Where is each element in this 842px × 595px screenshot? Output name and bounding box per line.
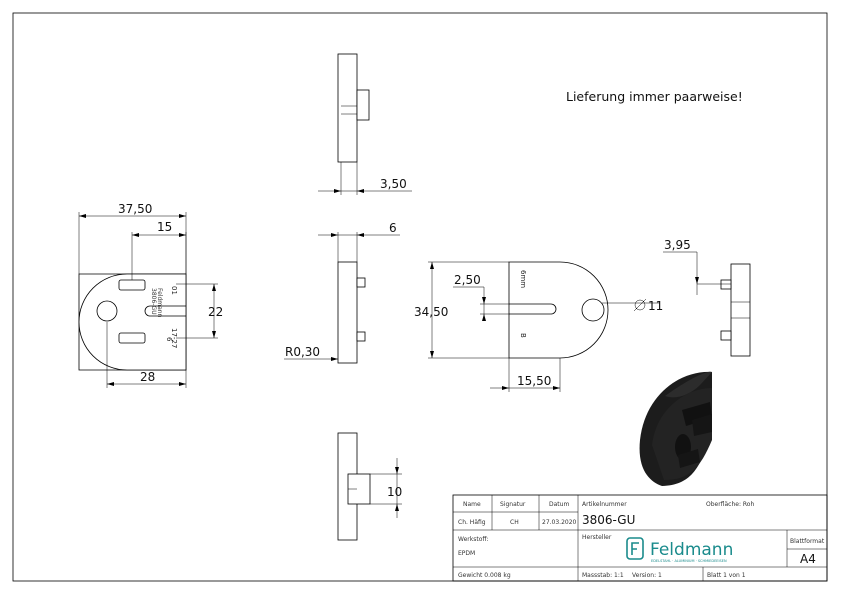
tb-v-werkstoff: EPDM bbox=[458, 550, 475, 557]
tb-l-artikel: Artikelnummer bbox=[582, 501, 627, 508]
dim-37-50: 37,50 bbox=[118, 202, 152, 216]
dim-dia-11: 11 bbox=[648, 299, 663, 313]
front-view: Feldmann 3806-GU 01 6 17-27 37,50 15 22 … bbox=[78, 202, 223, 388]
title-block: Name Signatur Datum Ch. Häfig CH 27.03.2… bbox=[452, 494, 828, 582]
tb-blatt: Blatt 1 von 1 bbox=[707, 572, 746, 579]
tb-h-name: Name bbox=[463, 501, 481, 508]
dim-2-50: 2,50 bbox=[454, 273, 481, 287]
engr-range: 17-27 bbox=[170, 328, 178, 348]
right-side-view: 3,95 bbox=[663, 238, 751, 357]
bottom-view: 10 bbox=[337, 432, 402, 541]
side-label-6mm: 6mm bbox=[519, 270, 527, 288]
dim-15-50: 15,50 bbox=[517, 374, 551, 388]
tb-h-signatur: Signatur bbox=[500, 501, 526, 508]
top-view: 3,50 bbox=[318, 53, 412, 195]
tb-v-name: Ch. Häfig bbox=[458, 519, 486, 526]
sheet-border bbox=[12, 12, 828, 582]
engr-code: 3806-GU bbox=[150, 288, 157, 315]
engr-6: 6 bbox=[165, 337, 173, 342]
tb-brand-sub: EDELSTAHL · ALUMINIUM · SCHMIEDEEISEN bbox=[651, 559, 727, 563]
delivery-note: Lieferung immer paarweise! bbox=[566, 89, 743, 104]
engr-01: 01 bbox=[170, 286, 178, 295]
rear-view: 6mm B 34,50 2,50 15,50 11 bbox=[414, 261, 663, 392]
tb-gewicht: Gewicht 0.008 kg bbox=[458, 572, 511, 579]
dim-22: 22 bbox=[208, 305, 223, 319]
dim-10: 10 bbox=[387, 485, 402, 499]
tb-version: Version: 1 bbox=[632, 572, 662, 579]
dim-15: 15 bbox=[157, 220, 172, 234]
tb-massstab: Massstab: 1:1 bbox=[582, 572, 624, 579]
iso-view bbox=[639, 371, 712, 486]
tb-v-artikel: 3806-GU bbox=[582, 513, 635, 527]
side-view: 6 R0,30 bbox=[284, 221, 400, 364]
dim-28: 28 bbox=[140, 370, 155, 384]
tb-l-oberflaeche: Oberfläche: Roh bbox=[706, 501, 754, 508]
tb-v-blattformat: A4 bbox=[800, 552, 816, 566]
feldmann-logo: Feldmann EDELSTAHL · ALUMINIUM · SCHMIED… bbox=[626, 537, 733, 563]
dim-6: 6 bbox=[389, 221, 397, 235]
tb-l-werkstoff: Werkstoff: bbox=[458, 536, 489, 543]
dim-34-50: 34,50 bbox=[414, 305, 448, 319]
tb-brand: Feldmann bbox=[650, 540, 733, 560]
tb-l-blattformat: Blattformat bbox=[790, 538, 825, 545]
tb-v-datum: 27.03.2020 bbox=[542, 519, 577, 526]
tb-h-datum: Datum bbox=[549, 501, 569, 508]
dim-3-50: 3,50 bbox=[380, 177, 407, 191]
dim-3-95: 3,95 bbox=[664, 238, 691, 252]
tb-v-signatur: CH bbox=[510, 519, 519, 526]
tb-l-hersteller: Hersteller bbox=[582, 534, 612, 541]
engr-brand: Feldmann bbox=[156, 288, 163, 318]
side-label-b: B bbox=[519, 333, 527, 338]
dim-r0-30: R0,30 bbox=[285, 345, 320, 359]
